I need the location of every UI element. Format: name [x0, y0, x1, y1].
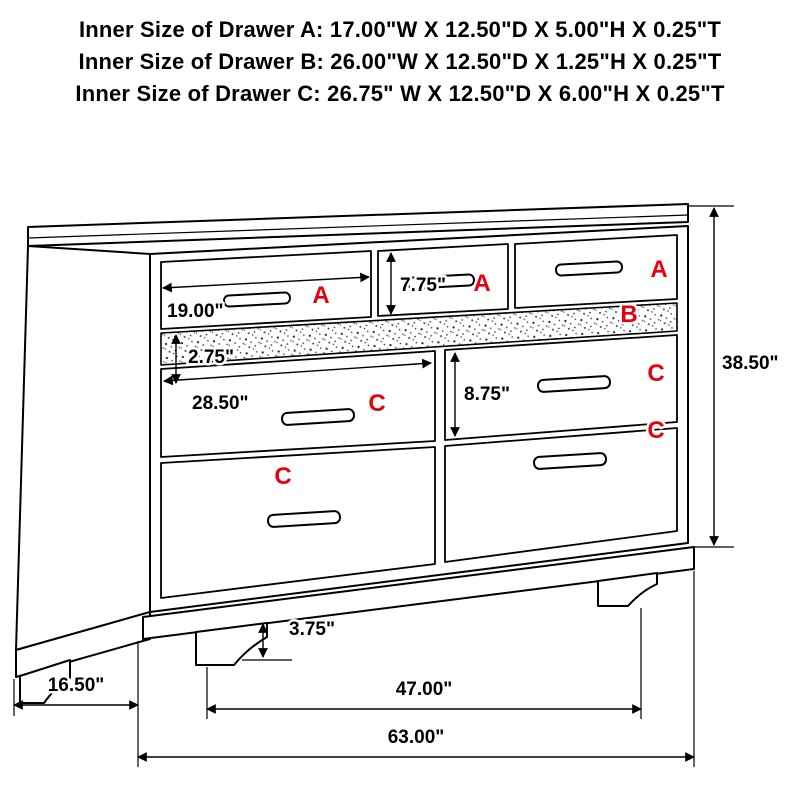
- dimension-overall-height: 38.50": [688, 205, 781, 548]
- dimension-label-overall-height: 38.50": [722, 353, 779, 374]
- front-right-foot: [597, 572, 658, 607]
- drawer-a-top-left-label: A: [312, 282, 329, 309]
- dimension-depth: 16.50": [13, 673, 139, 716]
- drawer-handle-icon: [533, 452, 607, 470]
- dresser-top-slab: [27, 203, 689, 247]
- drawer-c-mid-right-label: C: [647, 360, 664, 387]
- dimension-arrow: [162, 272, 370, 293]
- drawer-c-bottom-left-label: C: [274, 463, 291, 490]
- dimension-leg-span: 47.00": [206, 608, 642, 719]
- dimensions: 19.00" 7.75" 2.75" 28.50" 8.75" 38.50" 3…: [13, 205, 781, 767]
- spec-line-drawer-b: Inner Size of Drawer B: 26.00"W X 12.50"…: [78, 49, 722, 74]
- drawer-c-mid-right: C: [444, 334, 678, 441]
- dimension-label-leg-span: 47.00": [396, 679, 453, 700]
- drawer-c-bottom-right-front: [444, 427, 678, 563]
- drawer-c-bottom-right-label: C: [647, 417, 664, 444]
- dimension-label-drawer-c-width: 28.50": [192, 393, 249, 414]
- drawer-c-bottom-right: C: [444, 415, 678, 563]
- jewelry-drawer-b-label: B: [620, 301, 637, 328]
- spec-line-drawer-a: Inner Size of Drawer A: 17.00"W X 12.50"…: [78, 17, 722, 42]
- drawer-a-top-middle: A: [377, 243, 509, 317]
- dimension-label-leg-height: 3.75": [289, 619, 335, 640]
- drawer-handle-icon: [554, 260, 623, 277]
- dimension-label-drawer-a-height: 7.75": [400, 275, 446, 296]
- drawer-a-top-right: A: [514, 234, 678, 309]
- dimension-overall-width: 63.00": [137, 571, 695, 767]
- drawer-handle-icon: [281, 408, 355, 426]
- jewelry-drawer-b-front: [160, 302, 678, 366]
- dimension-drawer-a-height: 7.75": [386, 252, 449, 315]
- dimension-drawer-c-height: 8.75": [450, 352, 513, 437]
- drawer-a-top-right-label: A: [650, 256, 667, 283]
- dimension-label-drawer-a-width: 19.00": [167, 301, 224, 322]
- drawer-handle-icon: [222, 291, 291, 308]
- front-base-molding: [142, 546, 695, 640]
- jewelry-drawer-b: B: [160, 299, 678, 366]
- dresser-top-bevel-line: [27, 214, 689, 239]
- drawer-c-mid-left-label: C: [368, 390, 385, 417]
- dimension-label-drawer-c-height: 8.75": [464, 384, 510, 405]
- dresser-side-panel: [15, 245, 151, 651]
- dimension-leg-height: 3.75": [242, 617, 338, 661]
- dimension-label-jewelry-b-height: 2.75": [188, 347, 234, 368]
- drawer-c-bottom-left: C: [160, 446, 436, 599]
- dimension-label-overall-width: 63.00": [388, 727, 445, 748]
- drawer-handle-icon: [406, 273, 475, 290]
- dimension-arrow: [163, 358, 432, 386]
- dimension-label-depth: 16.50": [48, 675, 105, 696]
- dimension-drawer-c-width: 28.50": [163, 358, 432, 417]
- spec-header: Inner Size of Drawer A: 17.00"W X 12.50"…: [0, 14, 800, 110]
- drawer-a-top-middle-label: A: [473, 270, 490, 297]
- spec-line-drawer-c: Inner Size of Drawer C: 26.75" W X 12.50…: [75, 81, 725, 106]
- dimension-drawer-a-width: 19.00": [162, 272, 370, 325]
- drawer-handle-icon: [267, 510, 341, 528]
- drawer-handle-icon: [537, 375, 611, 393]
